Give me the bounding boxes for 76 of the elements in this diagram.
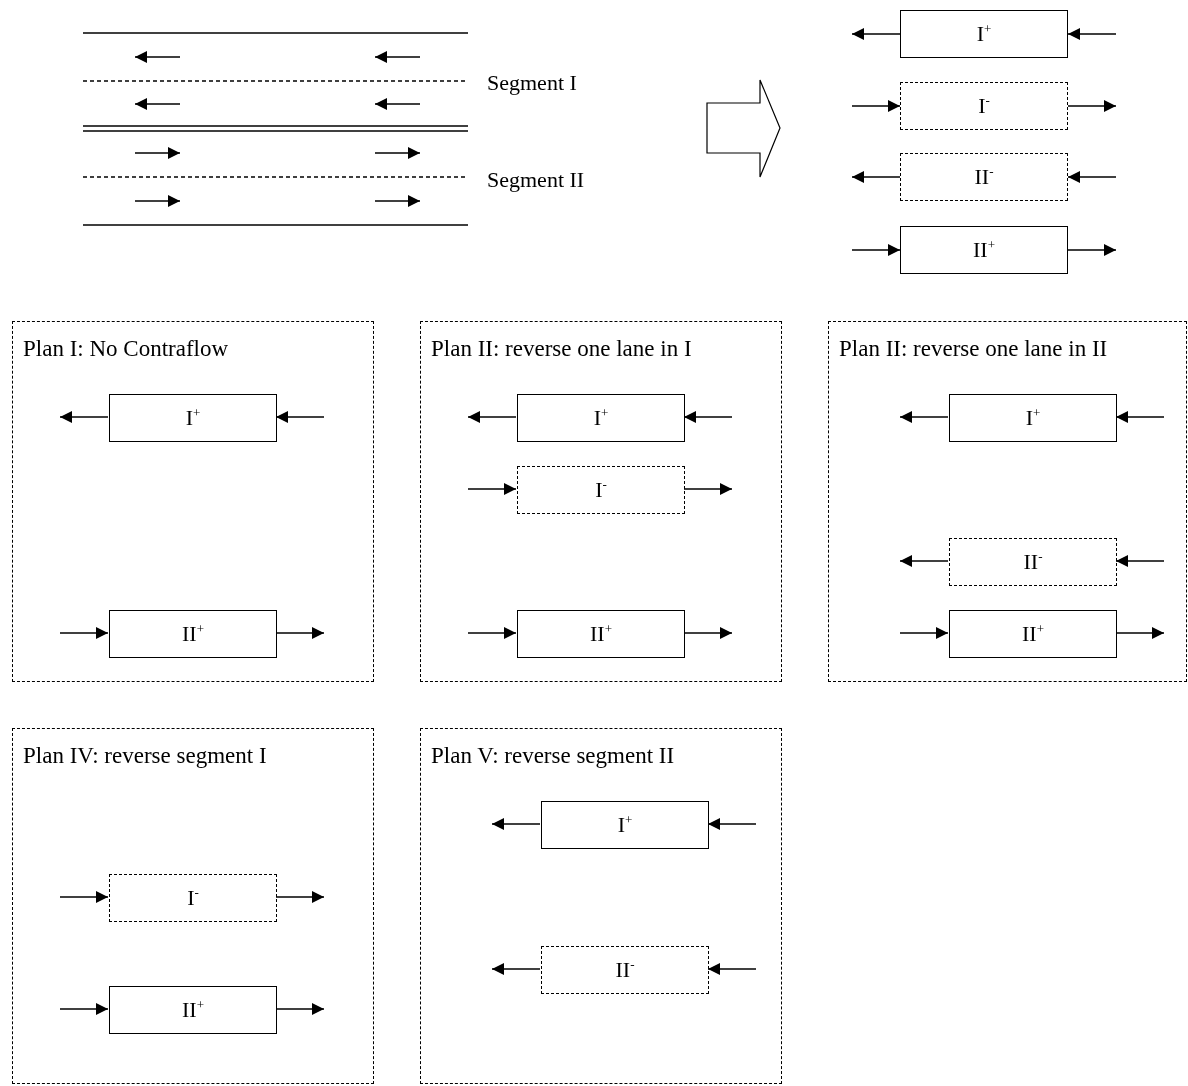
lane-box: [109, 610, 277, 658]
plan-title: Plan II: reverse one lane in II: [839, 336, 1108, 362]
plan-title: Plan II: reverse one lane in I: [431, 336, 692, 362]
lane-label: I$^{+}$: [185, 404, 201, 432]
arrow: [851, 244, 901, 256]
arrow: [707, 963, 757, 975]
arrow: [275, 891, 325, 903]
lane-label: II$^{-}$: [974, 163, 994, 191]
plan-panel: [828, 321, 1187, 682]
arrow: [707, 818, 757, 830]
plan-title: Plan I: No Contraflow: [23, 336, 229, 362]
arrow: [683, 483, 733, 495]
plan-title: Plan IV: reverse segment I: [23, 743, 267, 769]
lane-label: I$^{-}$: [187, 884, 199, 912]
arrow: [899, 627, 949, 639]
arrow: [851, 28, 901, 40]
arrow: [491, 963, 541, 975]
arrow: [683, 627, 733, 639]
lane-label: II$^{+}$: [182, 996, 204, 1024]
segment-label: Segment II: [487, 167, 585, 193]
lane-label: I$^{-}$: [978, 92, 990, 120]
lane-box: [109, 986, 277, 1034]
lane-box: [109, 874, 277, 922]
segment-label: Segment I: [487, 70, 577, 96]
arrow: [467, 483, 517, 495]
lane-label: II$^{-}$: [1023, 548, 1043, 576]
lane-box: [109, 394, 277, 442]
arrow: [1115, 555, 1165, 567]
arrow: [1115, 627, 1165, 639]
lane-box: [517, 394, 685, 442]
arrow: [1067, 244, 1117, 256]
arrow: [899, 411, 949, 423]
lane-box: [541, 946, 709, 994]
lane-box: [541, 801, 709, 849]
lane-label: I$^{+}$: [1025, 404, 1041, 432]
lane-box: [517, 466, 685, 514]
arrow: [491, 818, 541, 830]
arrow: [275, 627, 325, 639]
lane-label: II$^{+}$: [182, 620, 204, 648]
lane-label: II$^{-}$: [615, 956, 635, 984]
plan-panel: [12, 321, 374, 682]
lane-box: [949, 394, 1117, 442]
lane-label: I$^{+}$: [976, 20, 992, 48]
lane-label: I$^{+}$: [593, 404, 609, 432]
plan-title: Plan V: reverse segment II: [431, 743, 675, 769]
arrow: [1067, 100, 1117, 112]
arrow: [899, 555, 949, 567]
arrow: [467, 411, 517, 423]
arrow: [1115, 411, 1165, 423]
lane-label: I$^{-}$: [595, 476, 607, 504]
plan-panel: [420, 321, 782, 682]
arrow: [275, 1003, 325, 1015]
arrow: [59, 1003, 109, 1015]
lane-label: II$^{+}$: [1022, 620, 1044, 648]
lane-box: [517, 610, 685, 658]
lane-box: [949, 610, 1117, 658]
arrow: [59, 627, 109, 639]
arrow: [275, 411, 325, 423]
lane-box: [900, 82, 1068, 130]
lane-box: [900, 10, 1068, 58]
arrow: [1067, 28, 1117, 40]
lane-box: [900, 153, 1068, 201]
plan-panel: [420, 728, 782, 1084]
lane-box: [900, 226, 1068, 274]
lane-label: I$^{+}$: [617, 811, 633, 839]
lane-label: II$^{+}$: [590, 620, 612, 648]
arrow: [683, 411, 733, 423]
arrow: [851, 171, 901, 183]
arrow: [59, 891, 109, 903]
lane-box: [949, 538, 1117, 586]
arrow: [851, 100, 901, 112]
plan-panel: [12, 728, 374, 1084]
arrow: [1067, 171, 1117, 183]
lane-label: II$^{+}$: [973, 236, 995, 264]
arrow: [59, 411, 109, 423]
arrow: [467, 627, 517, 639]
